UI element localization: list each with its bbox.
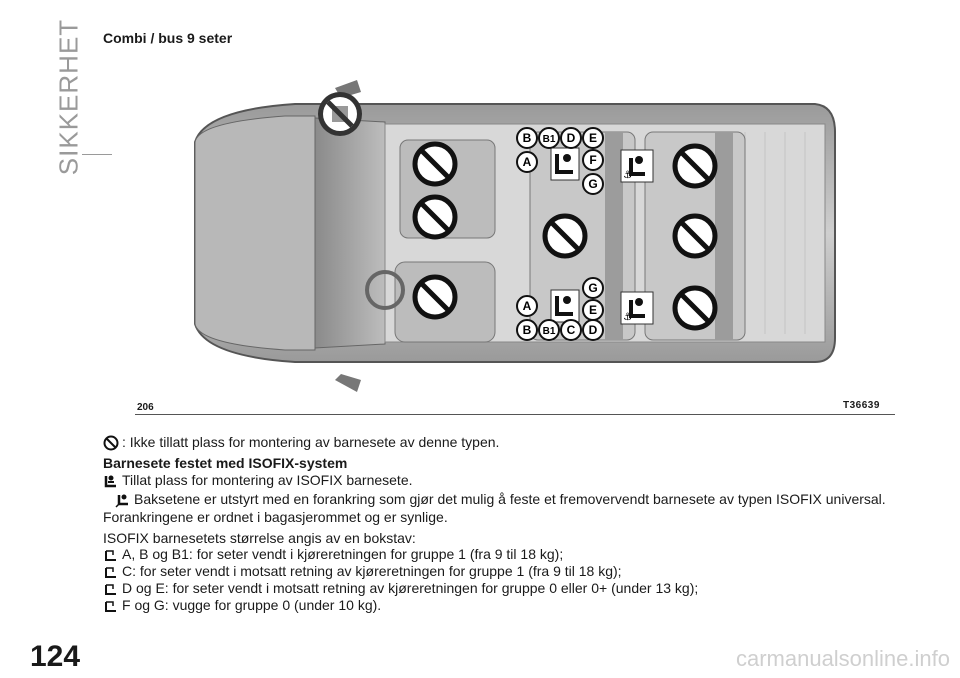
- child-seat-icon: [105, 549, 116, 561]
- list-item: C: for seter vendt i motsatt retning av …: [103, 563, 903, 580]
- size-item-text: C: for seter vendt i motsatt retning av …: [122, 563, 622, 579]
- prohibited-icon: [412, 194, 458, 240]
- third-row-backrest: [715, 132, 733, 340]
- size-intro: ISOFIX barnesetets størrelse angis av en…: [103, 530, 416, 546]
- prohibited-icon: [672, 143, 718, 189]
- size-label: B1: [543, 134, 556, 145]
- prohibited-markers: [318, 92, 718, 331]
- size-label: A: [523, 299, 532, 313]
- size-item-text: D og E: for seter vendt i motsatt retnin…: [122, 580, 699, 596]
- size-item-text: F og G: vugge for gruppe 0 (under 10 kg)…: [122, 597, 382, 613]
- second-row-backrest: [605, 132, 623, 340]
- isofix-title: Barnesete festet med ISOFIX-system: [103, 455, 348, 471]
- seat-diagram: ⚓ ⚓ B B1 D E A F G G A E B B1 C D: [135, 62, 895, 414]
- page-number: 124: [30, 640, 81, 673]
- side-divider: [82, 154, 112, 155]
- prohibited-icon: [672, 285, 718, 331]
- size-label: E: [589, 131, 597, 145]
- steering-wheel: [365, 270, 405, 310]
- legend-isofix-allowed: Tillat plass for montering av ISOFIX bar…: [103, 472, 903, 489]
- size-list: A, B og B1: for seter vendt i kjøreretni…: [103, 546, 903, 614]
- child-seat-icon: [105, 600, 116, 612]
- size-label: D: [589, 323, 598, 337]
- size-label: B1: [543, 326, 556, 337]
- legend-not-allowed: : Ikke tillatt plass for montering av ba…: [103, 434, 903, 451]
- size-label: G: [588, 177, 597, 191]
- prohibited-icon: [672, 213, 718, 259]
- size-label: C: [567, 323, 576, 337]
- isofix-anchor-icon: ⚓: [620, 149, 654, 183]
- anchors-note: Forankringene er ordnet i bagasjerommet …: [103, 509, 448, 525]
- size-label: G: [588, 281, 597, 295]
- van-top-view-illustration: ⚓ ⚓ B B1 D E A F G G A E B B1 C D: [194, 80, 836, 392]
- prohibited-icon: [412, 141, 458, 187]
- isofix-seat-icon: [550, 289, 580, 323]
- mirror-bottom: [335, 374, 361, 392]
- page-heading: Combi / bus 9 seter: [103, 30, 233, 46]
- size-item-text: A, B og B1: for seter vendt i kjøreretni…: [122, 546, 564, 562]
- figure-number: 206: [137, 402, 154, 413]
- prohibited-icon: [412, 274, 458, 320]
- windshield: [314, 117, 386, 349]
- prohibited-airbag-icon: [318, 92, 362, 136]
- figure-code: T36639: [843, 400, 880, 411]
- isofix-universal-icon: [115, 494, 128, 508]
- svg-text:⚓: ⚓: [623, 170, 632, 181]
- size-label: E: [589, 303, 597, 317]
- size-label: A: [523, 155, 532, 169]
- size-label: B: [523, 323, 532, 337]
- size-label: F: [589, 153, 596, 167]
- side-section-text: SIKKERHET: [53, 18, 84, 175]
- watermark: carmanualsonline.info: [735, 646, 950, 671]
- prohibited-icon: [542, 213, 588, 259]
- svg-text:⚓: ⚓: [623, 312, 632, 323]
- child-seat-icon: [105, 583, 116, 595]
- list-item: A, B og B1: for seter vendt i kjøreretni…: [103, 546, 903, 563]
- list-item: F og G: vugge for gruppe 0 (under 10 kg)…: [103, 597, 903, 614]
- van-hood: [194, 115, 316, 351]
- isofix-allowed-text: Tillat plass for montering av ISOFIX bar…: [122, 472, 413, 488]
- side-section-label: SIKKERHET: [44, 18, 94, 174]
- isofix-anchor-icon: ⚓: [620, 291, 654, 325]
- isofix-universal-text: Baksetene er utstyrt med en forankring s…: [134, 491, 886, 507]
- isofix-seat-icon: [104, 475, 116, 487]
- not-allowed-text: : Ikke tillatt plass for montering av ba…: [122, 434, 500, 450]
- list-item: D og E: for seter vendt i motsatt retnin…: [103, 580, 903, 597]
- isofix-seat-icon: [550, 147, 580, 181]
- prohibited-icon: [103, 435, 119, 450]
- size-label: B: [523, 131, 532, 145]
- size-label: D: [567, 131, 576, 145]
- isofix-markers: ⚓ ⚓: [550, 147, 654, 325]
- legend-isofix-universal: Baksetene er utstyrt med en forankring s…: [103, 491, 903, 508]
- child-seat-icon: [105, 566, 116, 578]
- figure-rule: [135, 414, 895, 415]
